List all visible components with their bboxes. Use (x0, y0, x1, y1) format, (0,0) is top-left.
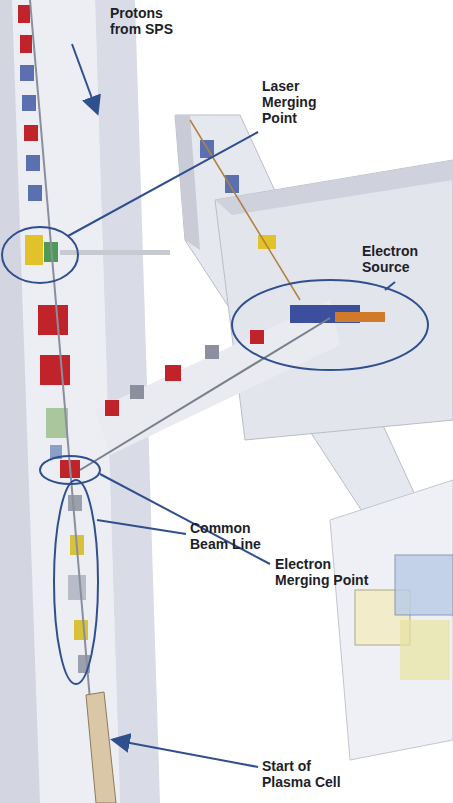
callout-label: Common Beam Line (190, 520, 274, 552)
callout-label: Electron Merging Point (275, 556, 387, 588)
callout-label: Electron Source (362, 243, 434, 275)
callout-label: Protons from SPS (110, 5, 188, 37)
callout-label: Laser Merging Point (262, 78, 328, 126)
callout-label: Start of Plasma Cell (262, 758, 354, 790)
